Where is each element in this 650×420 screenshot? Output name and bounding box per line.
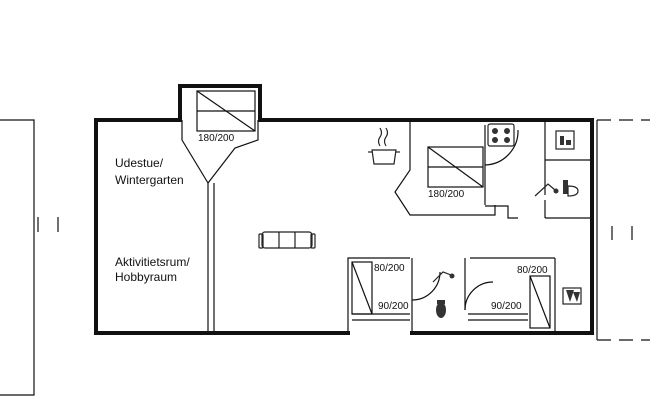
right-terrace bbox=[596, 119, 650, 341]
toilet-icon bbox=[436, 300, 446, 318]
bed-size-label: 90/200 bbox=[491, 301, 522, 312]
bunk-left bbox=[351, 261, 410, 321]
room-label-sunroom: Udestue/ Wintergarten bbox=[115, 156, 184, 187]
sauna-icon bbox=[562, 287, 582, 305]
bed-size-label: 80/200 bbox=[517, 265, 548, 276]
stove-icon bbox=[487, 123, 515, 147]
shower-icon bbox=[432, 271, 455, 283]
left-terrace bbox=[0, 119, 59, 396]
sauna-icon bbox=[555, 130, 575, 150]
bed-size-label: 80/200 bbox=[374, 263, 405, 274]
toilet-icon bbox=[563, 180, 579, 197]
shower-icon bbox=[534, 183, 559, 197]
bed-size-label: 180/200 bbox=[198, 133, 235, 144]
interior-walls bbox=[181, 120, 590, 333]
bed-size-label: 180/200 bbox=[428, 189, 465, 200]
exterior-walls bbox=[94, 84, 594, 335]
sofa-icon bbox=[258, 231, 316, 249]
bed-size-label: 90/200 bbox=[378, 301, 409, 312]
cooking-pot-icon bbox=[368, 127, 400, 165]
bunk-right bbox=[468, 275, 551, 329]
bed-top bbox=[196, 90, 256, 132]
bed-middle bbox=[427, 146, 484, 188]
room-label-hobby: Aktivitietsrum/ Hobbyraum bbox=[115, 255, 193, 284]
